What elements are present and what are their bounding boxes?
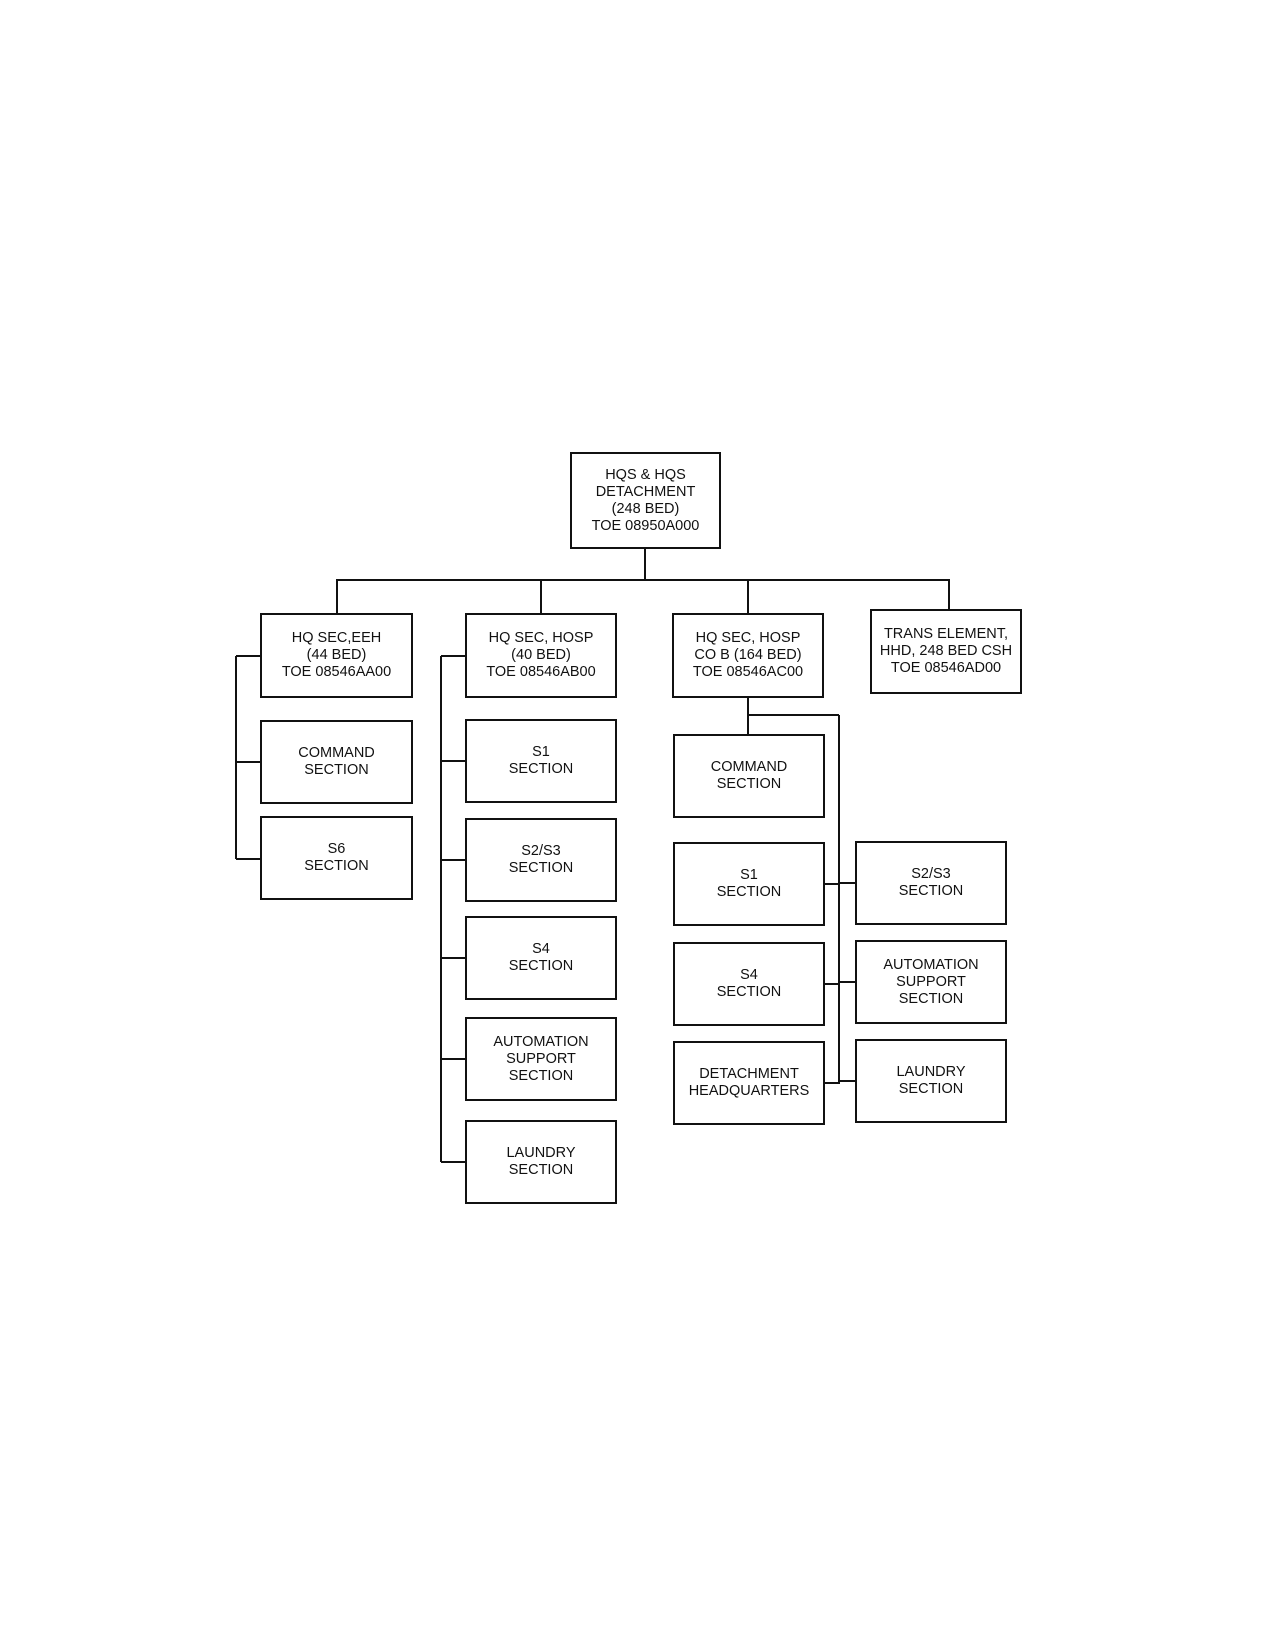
branch-1-child-1-line-1: SECTION xyxy=(304,762,369,778)
connector-line-17 xyxy=(748,714,839,716)
branch-3-head-line-0: HQ SEC, HOSP xyxy=(695,630,801,646)
branch-2-child-3-line-1: SECTION xyxy=(508,958,574,974)
branch-3-child-7-line-0: LAUNDRY xyxy=(896,1064,966,1080)
branch-3-child-2-line-1: SECTION xyxy=(716,884,782,900)
connector-line-2 xyxy=(336,580,338,613)
branch-2-child-4-line-2: SECTION xyxy=(508,1067,574,1084)
branch-1-head-line-0: HQ SEC,EEH xyxy=(291,630,382,646)
connector-line-20 xyxy=(825,983,839,985)
branch-1-head-line-2: TOE 08546AA00 xyxy=(281,664,392,680)
connector-line-9 xyxy=(441,655,465,657)
branch-2-child-5-line-0: LAUNDRY xyxy=(506,1145,576,1161)
branch-1-child-1-line-0: COMMAND xyxy=(298,745,375,761)
branch-2-child-2-line-0: S2/S3 xyxy=(521,843,561,859)
branch-3-child-1-line-0: COMMAND xyxy=(710,759,788,775)
branch-2-child-5-line-1: SECTION xyxy=(508,1162,574,1178)
branch-1-child-2-line-1: SECTION xyxy=(304,858,369,874)
connector-line-22 xyxy=(839,882,855,884)
root-box-line-0: HQS & HQS xyxy=(605,466,686,483)
connector-line-21 xyxy=(825,1082,839,1084)
connector-line-19 xyxy=(825,883,839,885)
branch-3-child-4-line-0: DETACHMENT xyxy=(699,1066,799,1082)
branch-2-child-3-line-0: S4 xyxy=(532,941,550,957)
root-box-line-2: (248 BED) xyxy=(611,500,680,517)
branch-2-head-line-1: (40 BED) xyxy=(511,647,571,663)
branch-3-child-3-line-0: S4 xyxy=(740,967,758,983)
branch-3-child-6-line-1: SUPPORT xyxy=(896,973,966,990)
connector-line-23 xyxy=(839,981,855,983)
connector-line-25 xyxy=(948,580,950,609)
connector-line-11 xyxy=(441,859,465,861)
branch-2-child-2-line-1: SECTION xyxy=(508,860,574,876)
root-box-line-3: TOE 08950A000 xyxy=(591,517,700,534)
branch-4-head-line-0: TRANS ELEMENT, xyxy=(883,626,1009,642)
branch-4-head-line-2: TOE 08546AD00 xyxy=(890,660,1002,676)
connector-line-15 xyxy=(747,580,749,613)
branch-2-child-1-line-1: SECTION xyxy=(508,761,574,777)
connector-line-1 xyxy=(336,579,950,581)
branch-3-child-4-line-1: HEADQUARTERS xyxy=(688,1083,810,1099)
connector-line-10 xyxy=(441,760,465,762)
branch-3-head-line-1: CO B (164 BED) xyxy=(694,647,802,663)
branch-3-child-2-line-0: S1 xyxy=(740,867,758,883)
branch-3-head-line-2: TOE 08546AC00 xyxy=(692,664,804,680)
connector-line-8 xyxy=(440,656,442,1162)
connector-line-14 xyxy=(441,1161,465,1163)
branch-2-head: HQ SEC, HOSP(40 BED)TOE 08546AB00 xyxy=(465,613,617,698)
branch-3-child-1-line-1: SECTION xyxy=(716,776,782,792)
connector-line-6 xyxy=(236,858,260,860)
branch-1-head: HQ SEC,EEH(44 BED)TOE 08546AA00 xyxy=(260,613,413,698)
connector-line-5 xyxy=(236,761,260,763)
branch-2-child-4-line-1: SUPPORT xyxy=(506,1050,576,1067)
branch-1-head-line-1: (44 BED) xyxy=(306,647,367,663)
branch-3-child-5-line-1: SECTION xyxy=(898,883,964,899)
connector-line-12 xyxy=(441,957,465,959)
branch-2-child-1-line-0: S1 xyxy=(532,744,550,760)
connector-line-18 xyxy=(838,715,840,1084)
branch-2-child-4-line-0: AUTOMATION xyxy=(493,1033,589,1050)
connector-line-7 xyxy=(540,580,542,613)
connector-line-4 xyxy=(236,655,260,657)
branch-3-child-3-line-1: SECTION xyxy=(716,984,782,1000)
connector-line-13 xyxy=(441,1058,465,1060)
branch-3-child-6-line-0: AUTOMATION xyxy=(883,956,979,973)
connector-line-0 xyxy=(644,549,646,580)
branch-1-child-2-line-0: S6 xyxy=(327,841,346,857)
connector-line-16 xyxy=(747,698,749,734)
connector-line-24 xyxy=(839,1080,855,1082)
branch-3-child-7-line-1: SECTION xyxy=(898,1081,964,1097)
branch-2-head-line-2: TOE 08546AB00 xyxy=(486,664,596,680)
branch-3-child-5-line-0: S2/S3 xyxy=(911,866,951,882)
branch-2-head-line-0: HQ SEC, HOSP xyxy=(488,630,594,646)
connector-line-3 xyxy=(235,656,237,859)
root-box-line-1: DETACHMENT xyxy=(595,483,696,500)
branch-4-head-line-1: HHD, 248 BED CSH xyxy=(879,643,1013,659)
branch-3-child-6-line-2: SECTION xyxy=(898,990,964,1007)
